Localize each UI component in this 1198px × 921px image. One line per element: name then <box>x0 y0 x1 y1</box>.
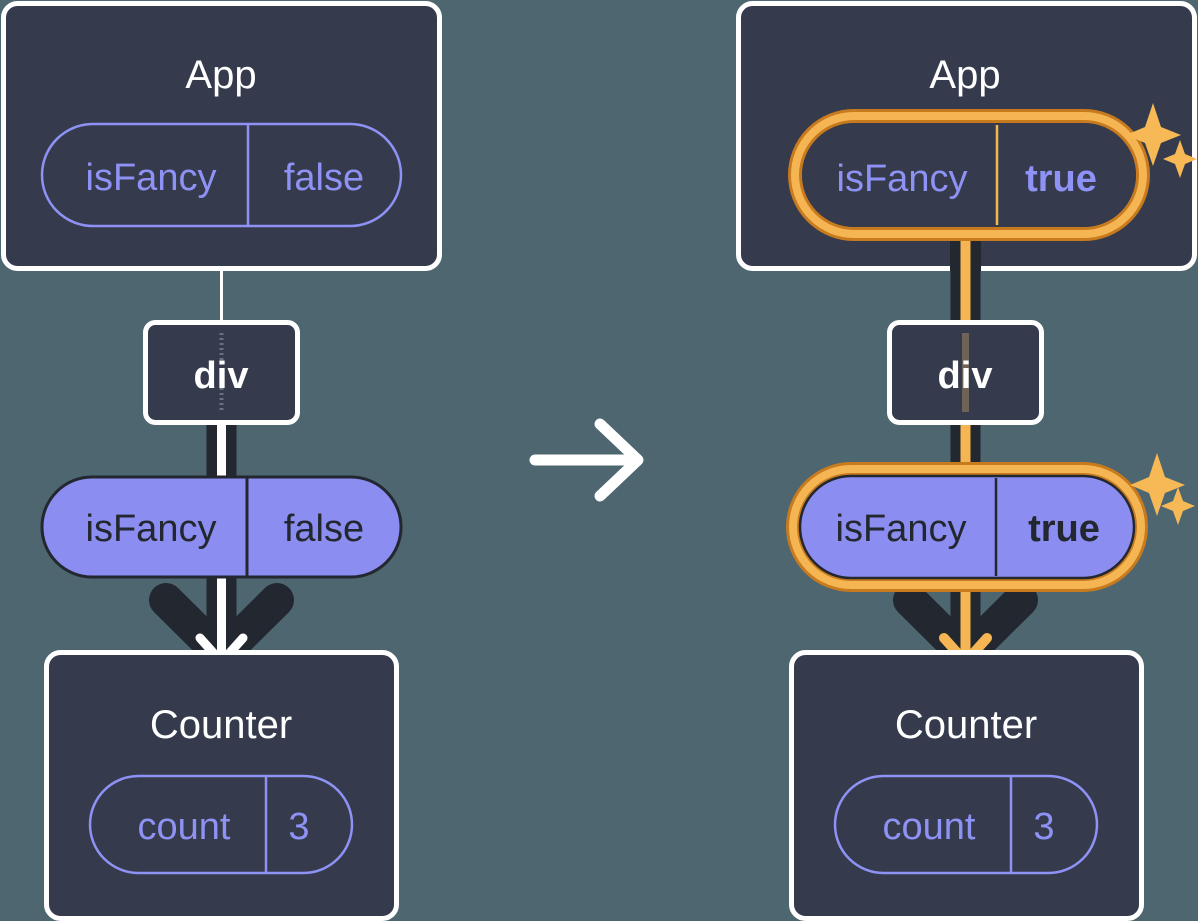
counter-state-pill-value-before: 3 <box>288 806 309 848</box>
counter-state-pill-value-after: 3 <box>1033 806 1054 848</box>
props-pill-key-after: isFancy <box>836 508 967 550</box>
app-state-pill-value-after: true <box>1025 158 1097 200</box>
counter-title-before: Counter <box>150 703 292 747</box>
app-state-pill-value-before: false <box>284 157 364 199</box>
app-title-after: App <box>929 53 1000 97</box>
panel-before: App isFancy false div isFancy false <box>1 1 442 921</box>
counter-state-pill-key-after: count <box>883 806 976 848</box>
counter-state-pill-key-before: count <box>138 806 231 848</box>
transition-arrow-head <box>594 418 644 502</box>
connector-app-inner-core-after <box>960 215 971 271</box>
counter-box-before <box>44 650 399 921</box>
app-box-before <box>1 1 442 271</box>
div-box-before <box>143 320 300 425</box>
div-label-before: div <box>194 355 249 397</box>
props-pill-before <box>40 475 403 579</box>
props-pill-value-after: true <box>1028 508 1100 550</box>
sparkle-large-icon-app <box>1126 103 1181 166</box>
counter-state-pill-after <box>833 774 1099 875</box>
panel-after: App isFancy true div <box>736 1 1197 921</box>
sparkle-icon-props-after <box>1130 453 1195 525</box>
sparkle-large-icon-props <box>1130 453 1185 516</box>
app-state-pill-before <box>40 122 403 228</box>
app-title-before: App <box>185 53 256 97</box>
app-state-pill-key-before: isFancy <box>86 157 217 199</box>
sparkle-small-icon-props <box>1161 487 1195 525</box>
counter-title-after: Counter <box>895 703 1037 747</box>
props-pill-after <box>798 474 1136 580</box>
counter-box-after <box>789 650 1144 921</box>
div-label-after: div <box>938 355 993 397</box>
sparkle-icon-app-after <box>1126 103 1197 178</box>
app-state-pill-highlight-inner-after <box>791 112 1147 238</box>
app-state-pill-key-after: isFancy <box>837 158 968 200</box>
counter-state-pill-before <box>88 774 354 875</box>
props-pill-highlight-inner-after <box>789 465 1145 589</box>
app-state-pill-after <box>802 123 1136 227</box>
props-pill-value-before: false <box>284 508 364 550</box>
props-pill-key-before: isFancy <box>86 508 217 550</box>
transition-arrow <box>529 418 644 502</box>
sparkle-small-icon-app <box>1163 140 1197 178</box>
